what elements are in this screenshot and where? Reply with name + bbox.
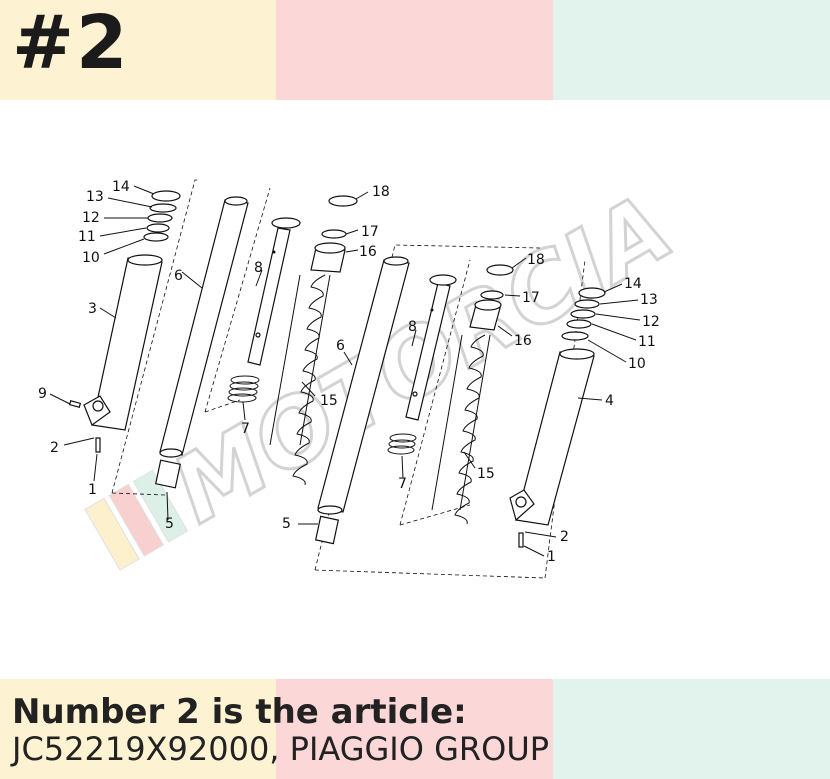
callout-13-right: 13 — [640, 292, 658, 308]
left-main-spring — [269, 274, 331, 486]
left-leg-parts — [68, 190, 358, 489]
callout-2-left: 2 — [50, 440, 59, 456]
leader-lines — [49, 185, 641, 557]
band-pink-bottom — [276, 679, 553, 779]
right-main-spring — [431, 334, 491, 525]
callout-1-right: 1 — [547, 549, 556, 565]
callout-8-right: 8 — [408, 319, 417, 335]
callout-16-right: 16 — [514, 333, 532, 349]
callout-3: 3 — [88, 301, 97, 317]
callout-7-right: 7 — [398, 476, 407, 492]
callout-12-left: 12 — [82, 210, 100, 226]
exploded-fork-diagram: MOTORCIA — [38, 173, 691, 579]
callout-16-left: 16 — [359, 244, 377, 260]
callout-18-right: 18 — [527, 252, 545, 268]
callout-11-right: 11 — [638, 334, 656, 350]
right-leg-parts — [314, 256, 606, 548]
caption-reference: JC52219X92000, PIAGGIO GROUP — [12, 730, 550, 768]
bottom-color-band — [0, 679, 830, 779]
callout-9: 9 — [38, 386, 47, 402]
callout-17-right: 17 — [522, 290, 540, 306]
callout-13-left: 13 — [86, 189, 104, 205]
callout-15-left: 15 — [320, 393, 338, 409]
callout-10-left: 10 — [82, 250, 100, 266]
top-color-band — [0, 0, 830, 100]
callout-15-right: 15 — [477, 466, 495, 482]
callout-12-right: 12 — [642, 314, 660, 330]
callout-17-left: 17 — [361, 224, 379, 240]
callout-4: 4 — [605, 393, 614, 409]
callout-11-left: 11 — [78, 229, 96, 245]
band-yellow — [0, 0, 276, 100]
callout-5-left: 5 — [165, 516, 174, 532]
band-yellow-bottom — [0, 679, 276, 779]
number-badge: #2 — [12, 0, 130, 86]
callout-7-left: 7 — [241, 421, 250, 437]
callout-1-left: 1 — [88, 482, 97, 498]
callout-6-left: 6 — [174, 268, 183, 284]
callout-14-right: 14 — [624, 276, 642, 292]
band-pink — [276, 0, 553, 100]
callout-10-right: 10 — [628, 356, 646, 372]
callout-6-right: 6 — [336, 338, 345, 354]
caption-title: Number 2 is the article: — [12, 692, 467, 732]
callout-18-left: 18 — [372, 184, 390, 200]
callout-14-left: 14 — [112, 179, 130, 195]
band-mint — [553, 0, 830, 100]
callout-2-right: 2 — [560, 529, 569, 545]
callout-5-right: 5 — [282, 516, 291, 532]
callout-8-left: 8 — [254, 260, 263, 276]
band-mint-bottom — [553, 679, 830, 779]
